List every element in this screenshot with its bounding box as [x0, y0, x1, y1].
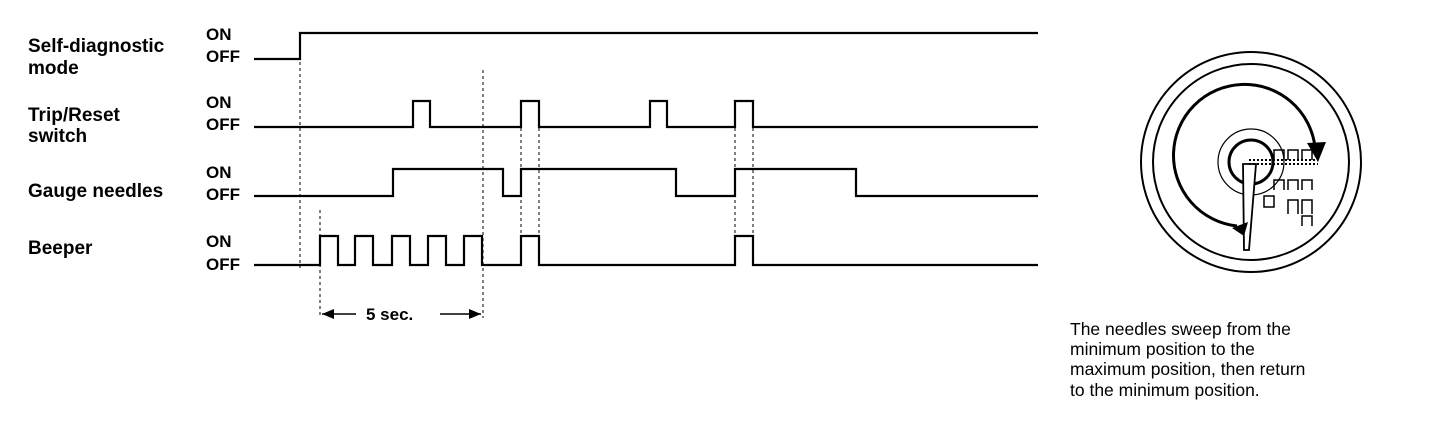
sweep-arrow-icon	[1172, 82, 1317, 228]
signal-row-self-diagnostic: Self-diagnostic mode ON OFF	[28, 25, 1038, 79]
on-label: ON	[206, 232, 232, 251]
off-label: OFF	[206, 115, 240, 134]
beeper-waveform	[254, 234, 1038, 267]
trip-reset-waveform	[254, 99, 1038, 129]
on-label: ON	[206, 25, 232, 44]
signal-row-trip-reset: Trip/Reset switch ON OFF	[28, 93, 1038, 147]
signal-label-line: Beeper	[28, 238, 93, 259]
caption-line: to the minimum position.	[1070, 380, 1260, 400]
caption-line: maximum position, then return	[1070, 359, 1305, 379]
signal-label-line: Trip/Reset	[28, 105, 121, 126]
caption-line: The needles sweep from the	[1070, 319, 1291, 339]
signal-label-line: mode	[28, 58, 79, 79]
signal-row-beeper: Beeper ON OFF	[28, 232, 1038, 274]
on-label: ON	[206, 163, 232, 182]
timing-guides	[299, 62, 754, 318]
arrow-left-icon	[322, 309, 334, 319]
needle-icon	[1242, 163, 1257, 251]
gauge-dial-icon	[1140, 51, 1362, 273]
gauge-caption: The needles sweep from the minimum posit…	[1070, 319, 1305, 400]
on-label: ON	[206, 93, 232, 112]
arrow-right-icon	[469, 309, 481, 319]
off-label: OFF	[206, 47, 240, 66]
self-diagnostic-waveform	[254, 31, 1038, 61]
signal-label-line: Self-diagnostic	[28, 36, 165, 57]
signal-label-line: switch	[28, 126, 87, 147]
duration-dimension: 5 sec.	[322, 305, 481, 324]
signal-row-gauge-needles: Gauge needles ON OFF	[28, 163, 1038, 204]
duration-label: 5 sec.	[366, 305, 413, 324]
gauge-needles-waveform	[254, 167, 1038, 198]
off-label: OFF	[206, 185, 240, 204]
signal-label-line: Gauge needles	[28, 181, 163, 202]
off-label: OFF	[206, 255, 240, 274]
sweep-arrowhead-icon	[1307, 142, 1326, 162]
caption-line: minimum position to the	[1070, 339, 1255, 359]
sweep-arrowtail-icon	[1232, 222, 1248, 236]
segment-display-icon	[1263, 149, 1313, 226]
